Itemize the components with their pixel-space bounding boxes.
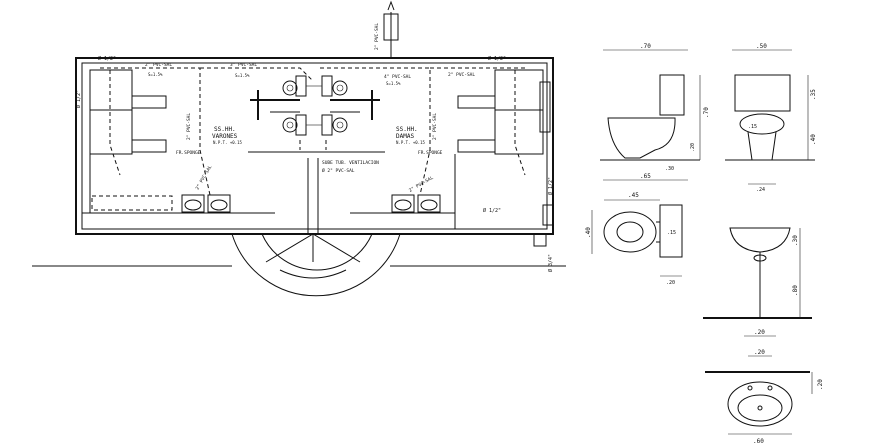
wc-front-h2-dim: .40 [810, 134, 817, 145]
pipe-runs [100, 67, 526, 196]
wc-front-inner-dim: .15 [748, 124, 757, 130]
wc-front-top-dim: .50 [756, 43, 767, 50]
right-pipe-top-1: 4" PVC-SAL [384, 74, 411, 80]
left-room-subtitle: VARONES [212, 133, 238, 140]
urinal-rack-left [250, 90, 300, 120]
stall-right-1 [494, 69, 544, 111]
valve-box [533, 233, 547, 247]
wc-plan-bottom-dim: .20 [666, 280, 675, 286]
wc-side-height-dim: .70 [703, 107, 710, 118]
sink-faucet-right [767, 385, 773, 391]
wc-side-inner-dim: .30 [665, 166, 674, 172]
wc-bowl-inner [616, 221, 644, 243]
corner-tl-label: Ø 1/2" [98, 55, 116, 62]
sink-front-h2-dim: .80 [792, 285, 799, 296]
stall-right-2 [494, 109, 544, 155]
sink-plan-top2-dim: .20 [754, 349, 765, 356]
wc-front-h1-dim: .35 [810, 89, 817, 100]
vent-label-2: Ø 2" PVC-SAL [322, 167, 355, 174]
wc-side-bottom-dim: .65 [640, 173, 651, 180]
lavatories-left [181, 194, 231, 213]
door-right [542, 204, 554, 226]
sink-front-elevation: .30 .80 [703, 227, 812, 319]
sink-plan-side-dim: .20 [817, 379, 824, 390]
inner-wall [81, 62, 548, 230]
stall-door-left-2 [131, 139, 167, 153]
wc-pedestal [747, 131, 777, 161]
entrance-arc-inner [261, 233, 373, 271]
right-room-title: SS.HH. [396, 126, 418, 133]
shower-drain-left [91, 195, 173, 211]
floor-plan: SS.HH. VARONES N.P.T. +0.15 FR.SPONGE 2"… [32, 0, 566, 297]
wc-connector [656, 221, 660, 243]
urinal-rack-right [330, 90, 380, 120]
wc-side-top-dim: .70 [640, 43, 651, 50]
side-l-label: Ø 1/2" [75, 90, 82, 108]
entrance-arc-outer [231, 233, 401, 297]
stall-door-right-1 [457, 95, 496, 109]
vent-cap [383, 13, 399, 41]
corner-tr-label: Ø 1/2" [488, 55, 506, 62]
sink-front-h1-dim: .30 [792, 235, 799, 246]
left-room-sponge: FR.SPONGE [176, 150, 201, 156]
right-pipe-side: 2" PVC-SAL [432, 113, 438, 140]
side-r3-label: Ø 3/4" [547, 254, 554, 272]
sink-plan: .20 .20 .20 .60 [705, 329, 824, 445]
right-room-code: N.P.T. +0.15 [396, 140, 425, 145]
stall-left-2 [89, 109, 133, 155]
right-pipe-top-2: 2" PVC-SAL [448, 72, 475, 78]
side-r2-label: Ø 1/2" [547, 177, 554, 195]
stall-left-1 [89, 69, 133, 111]
wc-tank-side [659, 74, 685, 116]
center-fixtures [282, 75, 348, 136]
vent-arrow [387, 0, 395, 11]
right-slope: S=1.5% [386, 81, 401, 86]
wc-bowl-front [739, 113, 785, 135]
stall-door-right-2 [457, 139, 496, 153]
lavatories-right [391, 194, 441, 213]
side-r1-label: Ø 1/2" [483, 207, 501, 214]
vent-label-1: SUBE TUB. VENTILACION [322, 160, 379, 166]
left-pipe-side: 2" PVC-SAL [186, 113, 192, 140]
sink-bowl-plan [737, 394, 783, 422]
riser-label: 2" PVC-SAL [374, 23, 380, 50]
wc-plan-left-dim: .40 [585, 227, 592, 238]
right-room-subtitle: DAMAS [396, 133, 414, 140]
wc-side-elevation: .70 .65 .70 .20 .30 [600, 43, 710, 181]
left-pipe-side-2: 2" PVC-SAL [195, 164, 214, 191]
wc-bowl-side [607, 117, 676, 159]
left-room-code: N.P.T. +0.15 [213, 140, 242, 145]
wc-side-small-dim: .20 [690, 143, 696, 152]
entrance-step [279, 269, 347, 279]
wc-tank-front [734, 74, 791, 112]
sink-trap [753, 254, 767, 262]
sink-basin-plan [727, 381, 793, 427]
left-slope-2: S=1.5% [235, 73, 250, 78]
wc-front-bottom-dim: .24 [756, 187, 765, 193]
sink-faucet-left [747, 385, 753, 391]
wc-plan-top-dim: .45 [628, 192, 639, 199]
wc-front-elevation: .50 .35 .40 .15 .24 [725, 43, 817, 193]
wc-bowl-plan [603, 211, 657, 253]
left-pipe-top-1: 2" PVC-SAL [145, 62, 172, 68]
left-pipe-top-2: 3" PVC-SAL [230, 62, 257, 68]
wc-plan-inner-dim: .15 [667, 230, 676, 236]
sink-plan-top1-dim: .20 [754, 329, 765, 336]
wc-tank-plan [659, 204, 683, 258]
sink-drain [757, 405, 763, 411]
window-right [539, 81, 551, 133]
sink-plan-bottom-dim: .60 [753, 438, 764, 445]
outer-wall [75, 57, 554, 235]
right-room-sponge: FR.SPONGE [418, 150, 443, 156]
left-room-title: SS.HH. [214, 126, 236, 133]
stall-door-left-1 [131, 95, 167, 109]
sink-basin-front [729, 227, 791, 253]
wc-plan: .45 .40 .15 .20 [585, 192, 683, 286]
left-slope: S=1.5% [148, 72, 163, 77]
